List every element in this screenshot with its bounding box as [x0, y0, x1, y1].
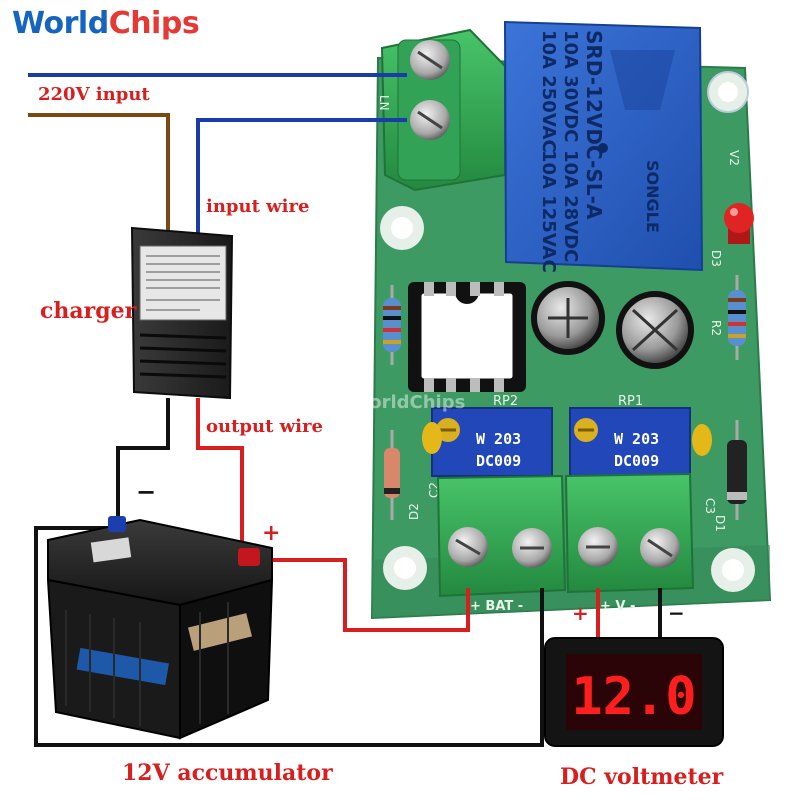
output-wire-negative: [116, 398, 170, 522]
svg-text:LN: LN: [377, 95, 391, 111]
label-input-wire: input wire: [206, 196, 309, 217]
ic-chip: [408, 282, 526, 392]
bat-terminal-label: + BAT -: [470, 599, 523, 614]
capacitor-icon: [616, 291, 694, 369]
brand-logo: WorldChips: [12, 6, 200, 41]
input-wire: [196, 118, 407, 234]
label-voltmeter: DC voltmeter: [560, 764, 724, 790]
label-charger: charger: [40, 298, 137, 324]
negative-terminal-icon: [108, 516, 126, 532]
battery-terminal-block: [436, 474, 567, 598]
mounting-hole-icon: [380, 71, 755, 592]
potentiometer-rp1: W 203 DC009: [569, 407, 691, 477]
ac-input-terminal: [380, 28, 506, 192]
relay-text-line: 10A 28VDC: [560, 150, 581, 262]
relay-model: SRD-12VDC-SL-A: [582, 30, 606, 220]
label-battery: 12V accumulator: [122, 760, 333, 786]
battery-negative-wire: [34, 526, 544, 747]
label-plus: +: [262, 520, 280, 546]
svg-text:D3: D3: [709, 250, 723, 267]
pot-code: DC009: [614, 452, 659, 470]
relay-text-line: 10A 30VDC: [560, 30, 581, 142]
brand-part2: Chips: [108, 6, 200, 41]
positive-terminal-icon: [238, 548, 260, 566]
wires: [28, 73, 662, 747]
pot-code: W 203: [614, 430, 659, 448]
output-wire-positive: [196, 398, 244, 547]
label-voltmeter-minus: −: [668, 601, 685, 625]
pot-code: W 203: [476, 430, 521, 448]
potentiometer-rp2: W 203 DC009: [431, 407, 553, 477]
pot-label: RP1: [618, 394, 643, 409]
label-minus: −: [136, 477, 156, 506]
label-ac-input: 220V input: [38, 84, 150, 105]
label-voltmeter-plus: +: [572, 601, 589, 625]
battery-accumulator: [46, 516, 274, 740]
ac-wire-brown: [28, 113, 170, 234]
pot-code: DC009: [476, 452, 521, 470]
battery-positive-wire: [258, 558, 470, 632]
capacitor-icon: [531, 281, 605, 355]
charger-adapter: [130, 226, 234, 400]
svg-text:C3: C3: [703, 498, 717, 514]
diode-icon: [727, 420, 747, 520]
relay-text-line: 10A 125VAC: [538, 150, 559, 273]
resistor-icon: [383, 285, 401, 365]
relay-component: 10A 250VAC 10A 30VDC SRD-12VDC-SL-A 10A …: [503, 20, 704, 273]
pot-label: RP2: [493, 394, 518, 409]
brand-part1: World: [12, 6, 109, 41]
resistor-icon: [728, 275, 746, 360]
svg-text:D2: D2: [407, 503, 421, 520]
svg-text:D1: D1: [713, 515, 727, 532]
led-indicator: [724, 203, 754, 244]
svg-text:V2: V2: [727, 150, 741, 166]
v-terminal-label: + V -: [600, 599, 635, 614]
voltmeter-reading: 12.0: [571, 667, 696, 727]
label-output-wire: output wire: [206, 416, 323, 437]
svg-text:R2: R2: [709, 320, 723, 336]
capacitor-small-icon: [422, 422, 712, 456]
diode-icon: [384, 430, 400, 520]
watermark: WorldChips: [350, 392, 465, 413]
relay-text-line: 10A 250VAC: [538, 30, 559, 153]
voltmeter-terminal-block: [564, 472, 695, 594]
relay-logo-icon: [610, 50, 675, 110]
relay-brand: SONGLE: [643, 160, 662, 233]
voltmeter-display: 12.0: [544, 637, 724, 747]
